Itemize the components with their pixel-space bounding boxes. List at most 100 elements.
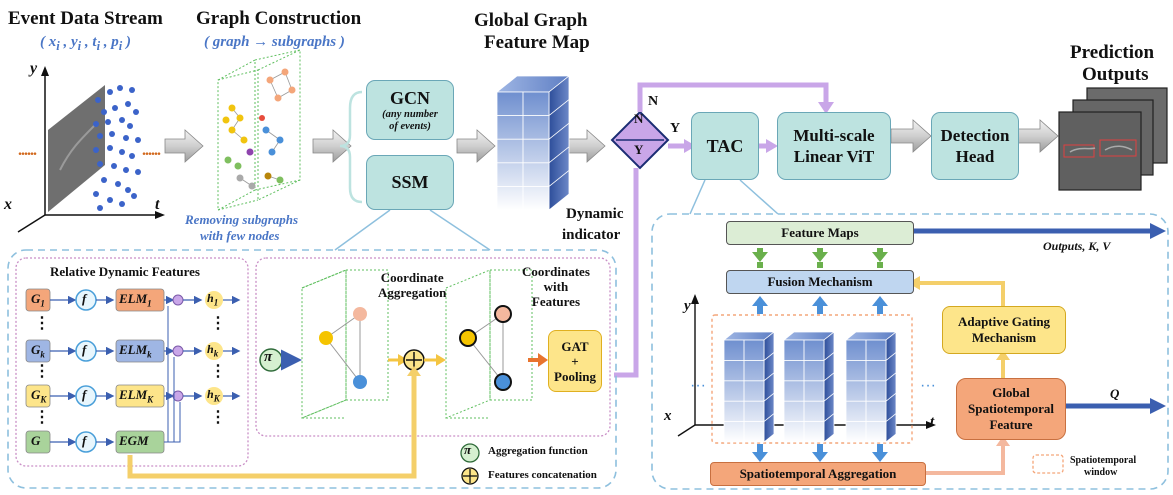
relative-dynamic-rows xyxy=(25,288,241,454)
tac-detail-container xyxy=(651,213,1169,490)
green-arrows xyxy=(752,248,888,268)
ssm-detail-container xyxy=(7,249,617,489)
removing-note-1: Removing subgraphs xyxy=(185,212,299,227)
tac-axis-y: y xyxy=(684,298,691,314)
relative-dynamic-title: Relative Dynamic Features xyxy=(50,264,200,279)
dynamic-indicator-1: Dynamic xyxy=(566,206,624,222)
gcn-sub2: of events) xyxy=(389,120,431,132)
gat-line1: GAT xyxy=(561,338,589,354)
detection-line2: Head xyxy=(955,147,995,166)
gate-node xyxy=(172,345,184,357)
dynamic-indicator-2: indicator xyxy=(562,227,621,243)
st-cube-3 xyxy=(844,331,898,443)
detection-line1: Detection xyxy=(940,126,1010,145)
gcn-sub1: (any number xyxy=(382,108,438,120)
svg-text:···: ··· xyxy=(920,377,936,394)
h-node xyxy=(205,342,223,360)
egm-to-concat-line xyxy=(127,371,417,479)
event-axis-t: t xyxy=(155,196,160,213)
global-spatiotemporal-box: Global Spatiotemporal Feature xyxy=(956,378,1066,440)
graph-construction-visual xyxy=(217,49,301,211)
gate-node xyxy=(172,294,184,306)
graph-construction-subtitle: ( graph → subgraphs ) xyxy=(204,34,345,50)
flow-arrows-gray xyxy=(164,119,1059,163)
prediction-title-2: Outputs xyxy=(1082,64,1149,85)
st-cube-1 xyxy=(722,331,776,443)
window-line2: window xyxy=(1084,467,1118,478)
global-st-line1: Global xyxy=(992,385,1030,400)
global-graph-title-1: Global Graph xyxy=(474,10,588,31)
legend-window-icon xyxy=(1032,454,1064,474)
coordinate-boxes xyxy=(301,269,533,419)
q-label: Q xyxy=(1110,386,1120,401)
gat-pooling-box: GAT + Pooling xyxy=(548,330,602,392)
adaptive-line2: Mechanism xyxy=(971,330,1037,345)
gat-line2: + xyxy=(571,353,579,369)
event-frame xyxy=(48,85,105,212)
diamond-n: N xyxy=(634,111,644,126)
feature-map-stack xyxy=(495,75,571,211)
outputs-kv-label: Outputs, K, V xyxy=(1043,239,1111,253)
event-stream-title: Event Data Stream xyxy=(8,8,163,29)
event-dots-right: ...... xyxy=(142,142,161,159)
detection-head-box: Detection Head xyxy=(931,112,1019,180)
coord-features-label: Coordinates with Features xyxy=(522,264,590,309)
svg-text:···: ··· xyxy=(690,377,706,394)
purple-arrows xyxy=(614,82,834,378)
ssm-box: SSM xyxy=(366,155,454,210)
event-stream-plot xyxy=(17,66,165,233)
h-node xyxy=(205,291,223,309)
event-dots-left: ...... xyxy=(18,142,37,159)
tac-box: TAC xyxy=(691,112,759,180)
blue-up-arrows xyxy=(752,296,888,314)
graph-construction-title: Graph Construction xyxy=(196,8,362,29)
prediction-frames xyxy=(1058,87,1168,191)
legend-agg-label: Aggregation function xyxy=(488,445,588,457)
event-stream-tuple: ( xi , yi , ti , pi ) xyxy=(40,34,132,53)
legend-window-label: Spatiotemporal window xyxy=(1070,455,1136,479)
branch-y-label: Y xyxy=(670,121,681,136)
coord-agg-label: Coordinate Aggregation xyxy=(378,270,446,300)
vit-box: Multi-scale Linear ViT xyxy=(777,112,891,180)
prediction-title-1: Prediction xyxy=(1070,42,1155,63)
spatiotemporal-cubes xyxy=(722,331,898,443)
coord-features-line2: with xyxy=(543,279,569,294)
gcn-box: GCN (any number of events) xyxy=(366,80,454,140)
event-dots xyxy=(93,85,141,211)
tac-axis-t: t xyxy=(930,414,935,430)
global-graph-title-2: Feature Map xyxy=(484,32,590,53)
h-node xyxy=(205,387,223,405)
coord-features-line3: Features xyxy=(531,294,581,309)
st-aggregation-box: Spatiotemporal Aggregation xyxy=(710,462,926,486)
coord-agg-line1: Coordinate xyxy=(380,270,444,285)
legend-pi-icon xyxy=(460,443,480,463)
global-st-line3: Feature xyxy=(989,417,1033,432)
coord-agg-line2: Aggregation xyxy=(378,285,447,300)
coord-features-line1: Coordinates xyxy=(522,264,590,279)
adaptive-gating-box: Adaptive Gating Mechanism xyxy=(942,306,1066,354)
fusion-mechanism-box: Fusion Mechanism xyxy=(726,270,914,294)
window-line1: Spatiotemporal xyxy=(1070,455,1137,466)
event-axis-x: x xyxy=(4,196,12,213)
gat-line3: Pooling xyxy=(554,368,596,384)
spatiotemporal-window xyxy=(711,314,913,444)
x-axis xyxy=(17,214,46,233)
vit-line1: Multi-scale xyxy=(793,126,875,145)
tac-axis-x: x xyxy=(664,408,672,424)
vit-line2: Linear ViT xyxy=(793,147,875,166)
branch-n-label: N xyxy=(648,94,659,109)
gcn-label: GCN xyxy=(390,87,430,108)
blue-down-arrows xyxy=(752,444,888,462)
global-graph-feature-map-cube xyxy=(495,75,571,211)
coordinate-panel xyxy=(255,257,611,437)
removing-note-2: with few nodes xyxy=(200,228,280,243)
legend-concat-label: Features concatenation xyxy=(488,469,597,481)
legend-pi-symbol: π xyxy=(464,442,472,457)
st-cube-2 xyxy=(782,331,836,443)
global-st-line2: Spatiotemporal xyxy=(968,401,1054,416)
brace xyxy=(339,90,363,204)
diamond-y: Y xyxy=(634,142,644,157)
feature-maps-box: Feature Maps xyxy=(726,221,914,245)
